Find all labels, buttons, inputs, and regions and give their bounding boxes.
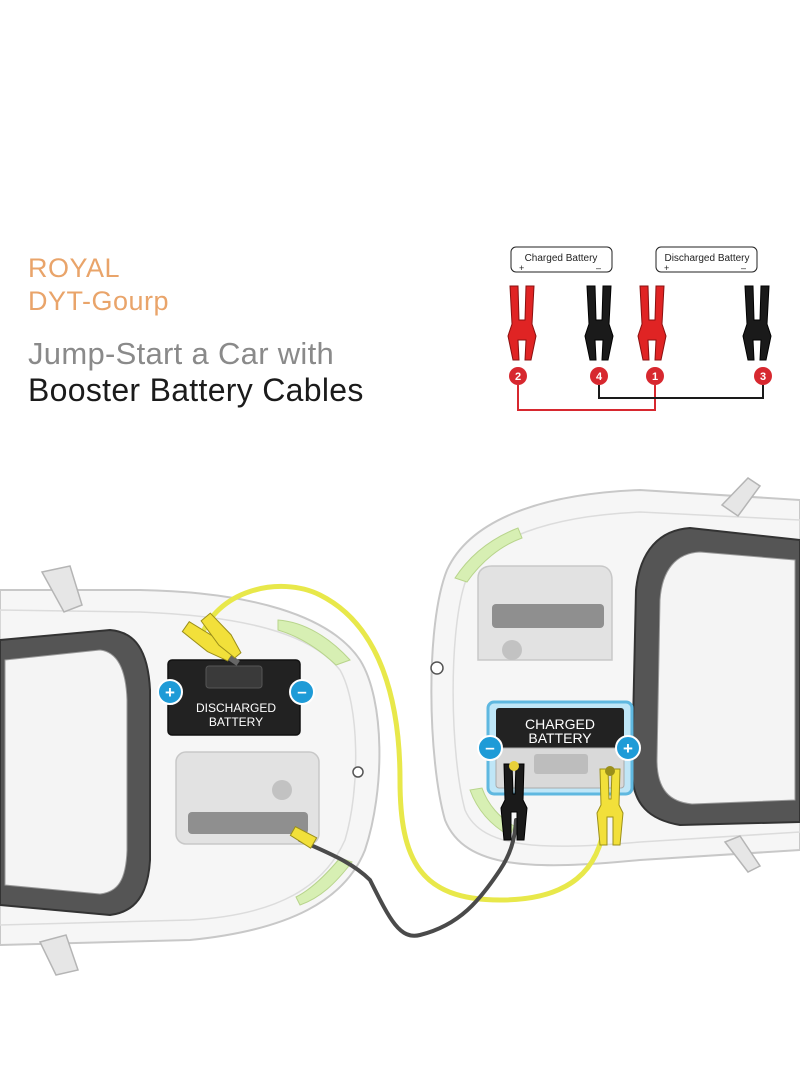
minus-sign: – (485, 738, 494, 757)
headline-line2: Booster Battery Cables (28, 372, 364, 408)
black-clamp-icon (584, 285, 614, 361)
charged-battery-text-line2: BATTERY (528, 730, 592, 746)
step-marker: 1 (646, 367, 664, 385)
plus-sign: + (165, 683, 175, 702)
charged-battery-text-line1: CHARGED (525, 716, 595, 732)
charged-minus-sign: – (596, 263, 601, 273)
discharged-battery-text-line1: DISCHARGED (196, 701, 276, 715)
discharged-battery-text-line2: BATTERY (209, 715, 263, 729)
minus-sign: – (297, 682, 306, 701)
step-number: 4 (596, 371, 603, 383)
brand-name-line1: ROYAL (28, 253, 121, 283)
black-clamp-icon (742, 285, 772, 361)
headline-line1: Jump-Start a Car with (28, 336, 335, 371)
discharged-plus-sign: + (664, 263, 669, 273)
positive-terminal-icon: + (157, 679, 183, 705)
step-marker: 2 (509, 367, 527, 385)
positive-jumper-cable (197, 583, 608, 903)
plus-sign: + (623, 739, 633, 758)
charged-battery-box (510, 246, 613, 273)
step-number: 1 (652, 371, 658, 383)
negative-jumper-cable (298, 818, 518, 938)
discharged-battery: DISCHARGED BATTERY + – (157, 612, 315, 736)
charged-plus-sign: + (519, 263, 524, 273)
charged-battery-label: Charged Battery (525, 253, 598, 264)
red-clamp-icon (637, 285, 667, 361)
charged-battery: CHARGED BATTERY – + (477, 700, 641, 846)
discharged-minus-sign: – (741, 263, 746, 273)
black-clamp-icon (500, 761, 528, 841)
yellow-clamp-icon (596, 766, 624, 846)
red-clamp-icon (507, 285, 537, 361)
negative-terminal-icon: – (477, 735, 503, 761)
step-marker: 3 (754, 367, 772, 385)
discharged-battery-box (655, 246, 758, 273)
negative-terminal-icon: – (289, 679, 315, 705)
step-number: 2 (515, 371, 521, 383)
connection-order-legend: Charged Battery + – Discharged Battery +… (507, 246, 772, 411)
step-number: 3 (760, 371, 766, 383)
black-cable-link (598, 385, 764, 399)
discharged-battery-label: Discharged Battery (664, 253, 749, 264)
yellow-clamp-icon (200, 612, 242, 659)
brand-name-line2: DYT-Gourp (28, 286, 170, 316)
ground-clamp-icon (289, 826, 318, 849)
step-marker: 4 (590, 367, 608, 385)
brand-logo: ROYAL DYT-Gourp (28, 252, 169, 318)
positive-terminal-icon: + (615, 735, 641, 761)
